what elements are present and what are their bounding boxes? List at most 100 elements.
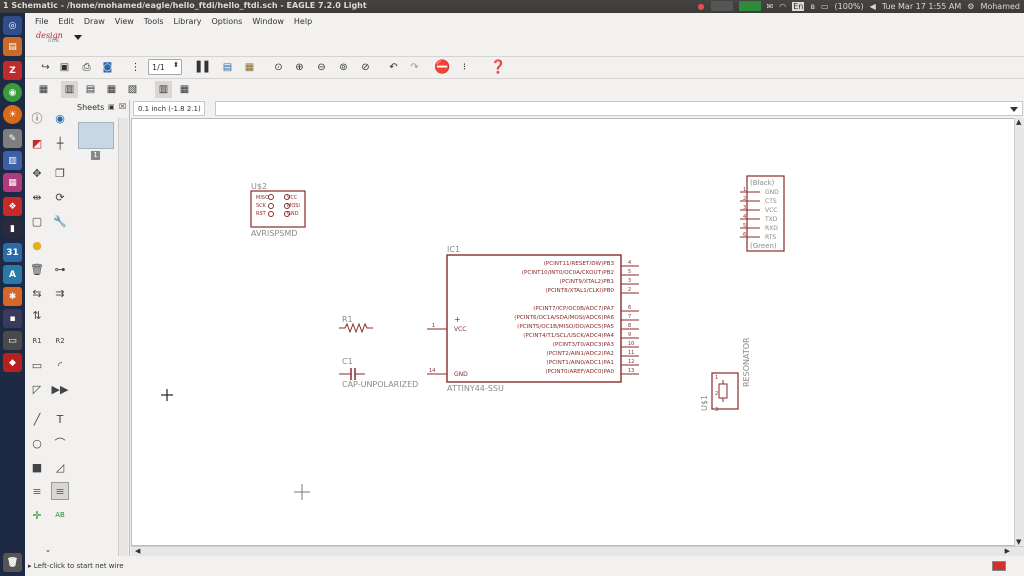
command-line-input[interactable] — [215, 101, 1023, 116]
net-icon[interactable]: ≡ — [51, 482, 69, 500]
value-icon[interactable]: R2 — [55, 337, 65, 345]
stepper-arrows-icon[interactable]: ⬍ — [173, 61, 179, 69]
close-icon[interactable]: ☒ — [119, 102, 127, 111]
text-editor-icon[interactable]: ✎ — [3, 129, 22, 148]
wire-icon[interactable]: ╱ — [33, 412, 41, 426]
menu-window[interactable]: Window — [252, 16, 284, 26]
cam-icon[interactable]: ◙ — [102, 62, 113, 73]
resonator-part[interactable]: 1 2 3 U$1 RESONATOR — [700, 337, 751, 413]
zoom-out-icon[interactable]: ⊖ — [317, 62, 326, 73]
workspaces-icon[interactable]: ▪ — [3, 309, 22, 328]
mark-icon[interactable]: ┼ — [56, 136, 64, 150]
grid-icon[interactable]: ▦ — [38, 84, 49, 95]
more-tools-icon[interactable]: ⌄ — [44, 544, 52, 554]
save-icon[interactable]: ▣ — [59, 62, 70, 73]
bus-icon[interactable]: ≡ — [32, 484, 42, 498]
mail-icon[interactable]: ✉ — [766, 1, 774, 11]
filezilla-icon[interactable]: Z — [3, 61, 22, 80]
stop-icon[interactable]: ⛔ — [434, 60, 451, 75]
menu-view[interactable]: View — [114, 16, 134, 26]
arc-icon[interactable]: ⌒ — [54, 437, 66, 450]
menu-library[interactable]: Library — [173, 16, 202, 26]
script-icon[interactable]: ▤ — [222, 62, 233, 73]
display-icon[interactable]: ◩ — [31, 136, 43, 150]
trash-icon[interactable]: 🗑 — [3, 553, 22, 572]
show-icon[interactable]: ◉ — [55, 111, 65, 125]
zoom-select-icon[interactable]: ⊘ — [361, 62, 370, 73]
scroll-left-icon[interactable]: ◀ — [135, 547, 141, 555]
pinswap-icon[interactable]: ⇆ — [32, 286, 42, 300]
gear-icon[interactable]: ⚙ — [967, 1, 975, 11]
canvas-horizontal-scrollbar[interactable]: ◀ ▶ — [131, 546, 1024, 556]
miter-icon[interactable]: ◜ — [57, 358, 63, 372]
info-icon[interactable]: ⓘ — [31, 112, 43, 125]
zoom-fit-icon[interactable]: ⊙ — [274, 62, 283, 73]
move-icon[interactable]: ✥ — [32, 166, 42, 180]
go-icon[interactable]: ⁝ — [462, 62, 467, 73]
popcorn-icon[interactable]: ❖ — [3, 197, 22, 216]
calendar-icon[interactable]: 31 — [3, 243, 22, 262]
battery-icon[interactable]: ▭ — [820, 1, 829, 11]
clock[interactable]: Tue Mar 17 1:55 AM — [881, 1, 962, 11]
layout-6-icon[interactable]: ▦ — [179, 84, 190, 95]
junction-icon[interactable]: ✛ — [32, 508, 42, 522]
menu-edit[interactable]: Edit — [58, 16, 74, 26]
use-library-icon[interactable]: ⋮ — [130, 62, 141, 73]
layout-1-icon[interactable]: ▥ — [61, 81, 78, 98]
r1-part[interactable]: R1 — [339, 315, 373, 334]
split-icon[interactable]: ◸ — [32, 382, 42, 396]
keyboard-layout-icon[interactable]: En — [792, 1, 805, 11]
help-icon[interactable]: ❓ — [490, 60, 507, 75]
avrisp-part[interactable]: U$2 MISO SCK RST VCC MOSI GND AVRISPSMD — [250, 182, 306, 238]
open-icon[interactable]: ↪ — [41, 62, 50, 73]
copy-icon[interactable]: ❐ — [55, 166, 65, 180]
scroll-right-icon[interactable]: ▶ — [1004, 547, 1010, 555]
label-icon[interactable]: AB — [55, 511, 65, 519]
change-icon[interactable]: 🔧 — [53, 214, 67, 228]
chevron-down-icon[interactable] — [1010, 107, 1018, 112]
impress-icon[interactable]: ▦ — [3, 173, 22, 192]
ftdi-part[interactable]: (Black) GND CTS VCC TXD RXD RTS (Green) … — [740, 175, 785, 252]
update-icon[interactable]: A — [3, 265, 22, 284]
layout-2-icon[interactable]: ▤ — [85, 84, 96, 95]
menu-tools[interactable]: Tools — [143, 16, 164, 26]
menu-draw[interactable]: Draw — [83, 16, 105, 26]
chevron-down-icon[interactable] — [74, 35, 82, 40]
record-icon[interactable]: ● — [697, 1, 705, 11]
mirror-icon[interactable]: ⇹ — [32, 190, 42, 204]
scroll-down-icon[interactable]: ▼ — [1016, 538, 1022, 546]
ulp-icon[interactable]: ▐▐ — [192, 62, 209, 73]
paste-icon[interactable]: ● — [32, 238, 42, 252]
redraw-icon[interactable]: ⊚ — [339, 62, 348, 73]
menu-options[interactable]: Options — [211, 16, 243, 26]
rotate-icon[interactable]: ⟳ — [55, 190, 65, 204]
designlink-logo[interactable]: design link — [36, 31, 63, 44]
monitor-icon[interactable]: ▭ — [3, 331, 22, 350]
eagle-icon[interactable]: ◆ — [3, 353, 22, 372]
invoke-icon[interactable]: ▶▶ — [51, 382, 69, 396]
page-stepper[interactable]: 1/1⬍ — [148, 59, 182, 75]
redo-icon[interactable]: ↷ — [410, 62, 419, 73]
sheets-scrollbar[interactable] — [118, 118, 128, 556]
firefox-icon[interactable]: ☀ — [3, 105, 22, 124]
polygon-icon[interactable]: ◿ — [55, 460, 65, 474]
delete-icon[interactable]: 🗑 — [30, 262, 44, 276]
volume-icon[interactable]: ◀ — [869, 1, 876, 11]
scroll-up-icon[interactable]: ▲ — [1016, 118, 1022, 126]
replace-icon[interactable]: ⇅ — [32, 308, 42, 322]
layout-3-icon[interactable]: ▦ — [106, 84, 117, 95]
user-name[interactable]: Mohamed — [980, 1, 1020, 11]
layout-5-icon[interactable]: ▥ — [155, 81, 172, 98]
c1-part[interactable]: C1 CAP-UNPOLARIZED — [339, 357, 418, 389]
bluetooth-icon[interactable]: ʙ — [810, 1, 815, 11]
dash-icon[interactable]: ◎ — [3, 16, 22, 35]
board-icon[interactable]: ▦ — [244, 62, 255, 73]
print-icon[interactable]: ⎙ — [82, 62, 91, 73]
sheet-thumbnail[interactable] — [78, 122, 114, 149]
gateswap-icon[interactable]: ⇉ — [55, 286, 65, 300]
smash-icon[interactable]: ▭ — [31, 358, 43, 372]
rect-icon[interactable]: ■ — [31, 460, 43, 474]
group-icon[interactable]: ▢ — [31, 214, 43, 228]
canvas-vertical-scrollbar[interactable]: ▲ ▼ — [1014, 118, 1024, 546]
